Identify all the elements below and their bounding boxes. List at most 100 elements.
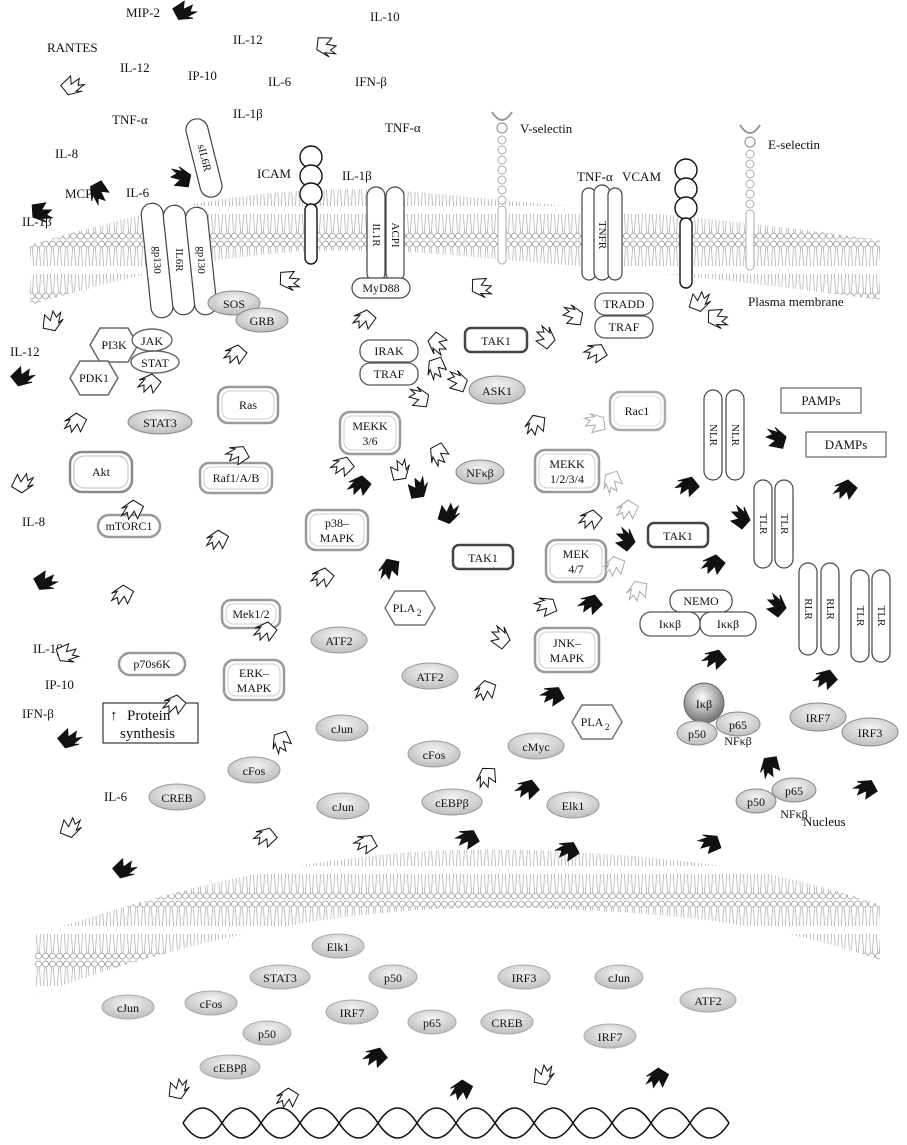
arrow-icon [755, 752, 784, 782]
cytokine-label: IL-1β [342, 168, 372, 183]
mapk-label: MAPK [320, 531, 355, 545]
cytokine-label: MIP-2 [126, 5, 160, 20]
arrow-icon [471, 678, 499, 704]
arrow-icon [426, 440, 452, 468]
arrow-icon [31, 568, 59, 594]
arrow-icon [422, 353, 450, 382]
irf7-label: IRF7 [598, 1030, 623, 1044]
nucleus-label: Nucleus [803, 814, 846, 829]
synthesis-label: synthesis [120, 726, 175, 742]
cytokine-label: IP-10 [188, 68, 217, 83]
irf7-label: IRF7 [806, 711, 831, 725]
arrow-icon [578, 593, 604, 616]
arrow-icon [267, 727, 295, 756]
irak-traf-complex: IRAK TRAF [360, 340, 418, 385]
atf2-label: ATF2 [325, 634, 352, 648]
rlr-receptor: RLR RLR [799, 563, 839, 655]
cjun-label: cJun [117, 1001, 139, 1015]
akt-label: Akt [92, 465, 111, 479]
arrow-icon [695, 829, 724, 857]
arrow-icon [363, 1046, 389, 1069]
mekk-label: MEKK [352, 419, 388, 433]
cytokine-label: IL-12 [120, 60, 150, 75]
irak-label: IRAK [374, 344, 404, 358]
p65-label: p65 [785, 784, 803, 798]
erk-mapk-node: ERK– MAPK [224, 660, 284, 700]
damps-label: DAMPs [825, 437, 868, 452]
jak-label: JAK [141, 334, 163, 348]
p65-label: p65 [729, 718, 747, 732]
arrow-icon [312, 31, 341, 61]
cytokine-label: TNF-α [112, 112, 148, 127]
cytokine-label: IL-8 [22, 514, 45, 529]
mek47-node: MEK 4/7 [546, 540, 606, 582]
arrow-icon [348, 476, 371, 495]
arrow-icon [111, 858, 137, 881]
arrow-icon [852, 776, 880, 802]
arrow-icon [767, 594, 786, 617]
arrow-icon [467, 272, 496, 302]
arrow-icon [623, 577, 652, 605]
protein-label: Protein [127, 708, 171, 724]
arrow-icon [559, 301, 587, 330]
arrow-icon [834, 480, 857, 499]
ikb-label: Iκβ [696, 697, 712, 711]
creb-label: CREB [491, 1016, 522, 1030]
tnfr-label: TNFR [596, 221, 608, 250]
arrow-icon [56, 815, 84, 841]
jnk-label: JNK– [553, 636, 582, 650]
cytokine-label: IP-10 [45, 677, 74, 692]
mtorc1-label: mTORC1 [105, 519, 152, 533]
rac1-node: Rac1 [610, 392, 665, 430]
tlr-label: TLR [854, 606, 866, 627]
cjun-label: cJun [331, 722, 353, 736]
pla2-subscript: 2 [605, 722, 610, 732]
cytokine-label: IL-1β [233, 106, 263, 121]
arrow-icon [703, 303, 732, 333]
pi3k-label: PI3K [101, 338, 127, 352]
arrow-icon [763, 424, 790, 453]
mapk-label: MAPK [237, 681, 272, 695]
left-cytokines: IL-12 IL-8 IL-1β IP-10 IFN-β [10, 344, 74, 721]
mek12-node: Mek1/2 [222, 600, 280, 628]
grb-label: GRB [250, 314, 275, 328]
cebpb-label: cEBPβ [213, 1061, 246, 1075]
acpi-label: ACPI [389, 222, 401, 247]
atf2-label: ATF2 [416, 670, 443, 684]
p70s6k-label: p70s6K [133, 657, 171, 671]
cmyc-label: cMyc [522, 740, 549, 754]
traf-label: TRAF [374, 367, 405, 381]
arrow-icon [330, 455, 356, 478]
arrow-icon [434, 501, 462, 527]
arrow-icon [472, 763, 502, 792]
rac1-label: Rac1 [625, 404, 650, 418]
pla2-label: PLA [581, 715, 604, 729]
erk-label: ERK– [239, 666, 270, 680]
pla2-node: PLA 2 [385, 591, 435, 625]
ikb-nfkb-complex: Iκβ p65 p50 NFκβ [677, 683, 760, 748]
arrow-icon [702, 555, 725, 574]
rlr-label: RLR [824, 598, 836, 620]
vcam-label: VCAM [622, 169, 661, 184]
arrow-icon [274, 1087, 300, 1110]
atf2-label: ATF2 [694, 994, 721, 1008]
pdk1-label: PDK1 [79, 371, 109, 385]
pla2-node: PLA 2 [572, 705, 622, 739]
arrow-icon [403, 473, 432, 503]
stat3-label: STAT3 [263, 971, 297, 985]
mekk36-node: MEKK 3/6 [340, 412, 400, 454]
mapk-label: MAPK [550, 651, 585, 665]
e-selectin-label: E-selectin [768, 137, 820, 152]
p50-label: p50 [258, 1027, 276, 1041]
tak1-label: TAK1 [481, 334, 511, 348]
p50-label: p50 [688, 727, 706, 741]
cytokine-label: IFN-β [22, 706, 54, 721]
pla2-subscript: 2 [417, 608, 422, 618]
arrow-icon [62, 412, 88, 435]
cytokine-label: IL-6 [268, 74, 292, 89]
cytokine-label: IFN-β [355, 74, 387, 89]
ras-node: Ras [218, 387, 278, 423]
arrow-icon [164, 1075, 193, 1103]
tak1-label: TAK1 [663, 529, 693, 543]
